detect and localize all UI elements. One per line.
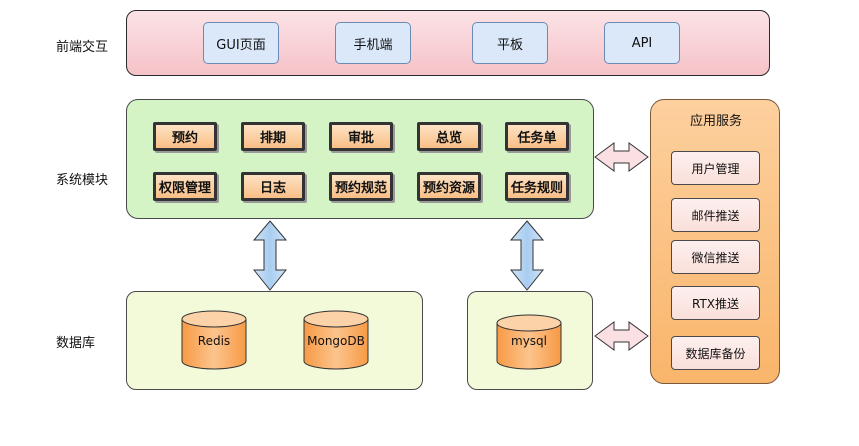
service-email-push[interactable]: 邮件推送: [671, 198, 760, 232]
mongodb-label: MongoDB: [307, 334, 365, 348]
database-icon: [496, 314, 562, 370]
service-wechat-push[interactable]: 微信推送: [671, 240, 760, 274]
frontend-item-gui[interactable]: GUI页面: [203, 22, 279, 64]
service-user-management[interactable]: 用户管理: [671, 151, 760, 185]
row-label-frontend: 前端交互: [56, 40, 109, 55]
module-booking-rules[interactable]: 预约规范: [329, 172, 393, 201]
row-label-system: 系统模块: [56, 173, 109, 188]
mongodb-cylinder[interactable]: MongoDB: [303, 310, 369, 370]
service-db-backup[interactable]: 数据库备份: [671, 336, 760, 370]
module-approval[interactable]: 审批: [329, 122, 393, 151]
database-panel-left: Redis MongoDB: [126, 291, 423, 390]
frontend-panel: GUI页面 手机端 平板 API: [126, 10, 770, 76]
horizontal-arrow-bottom: [594, 321, 649, 351]
module-task-order[interactable]: 任务单: [505, 122, 569, 151]
frontend-item-mobile[interactable]: 手机端: [335, 22, 411, 64]
frontend-item-api[interactable]: API: [604, 22, 680, 64]
row-label-database: 数据库: [56, 336, 96, 351]
module-permissions[interactable]: 权限管理: [153, 172, 217, 201]
module-schedule[interactable]: 排期: [241, 122, 305, 151]
module-booking-resources[interactable]: 预约资源: [417, 172, 481, 201]
database-panel-right: mysql: [467, 291, 593, 390]
system-modules-panel: 预约 排期 审批 总览 任务单 权限管理 日志 预约规范 预约资源 任务规则: [126, 99, 594, 219]
app-services-title: 应用服务: [689, 114, 742, 129]
module-task-rules[interactable]: 任务规则: [505, 172, 569, 201]
frontend-item-tablet[interactable]: 平板: [472, 22, 548, 64]
redis-label: Redis: [197, 334, 231, 348]
module-overview[interactable]: 总览: [417, 122, 481, 151]
vertical-arrow-left: [252, 220, 288, 291]
horizontal-arrow-top: [594, 142, 649, 172]
database-icon: [303, 310, 369, 370]
app-services-panel: 应用服务 用户管理 邮件推送 微信推送 RTX推送 数据库备份: [650, 99, 780, 384]
mysql-label: mysql: [511, 334, 547, 348]
vertical-arrow-right: [509, 220, 545, 291]
database-icon: [181, 310, 247, 370]
redis-cylinder[interactable]: Redis: [181, 310, 247, 370]
service-rtx-push[interactable]: RTX推送: [671, 286, 760, 320]
mysql-cylinder[interactable]: mysql: [496, 314, 562, 370]
module-booking[interactable]: 预约: [153, 122, 217, 151]
module-logs[interactable]: 日志: [241, 172, 305, 201]
